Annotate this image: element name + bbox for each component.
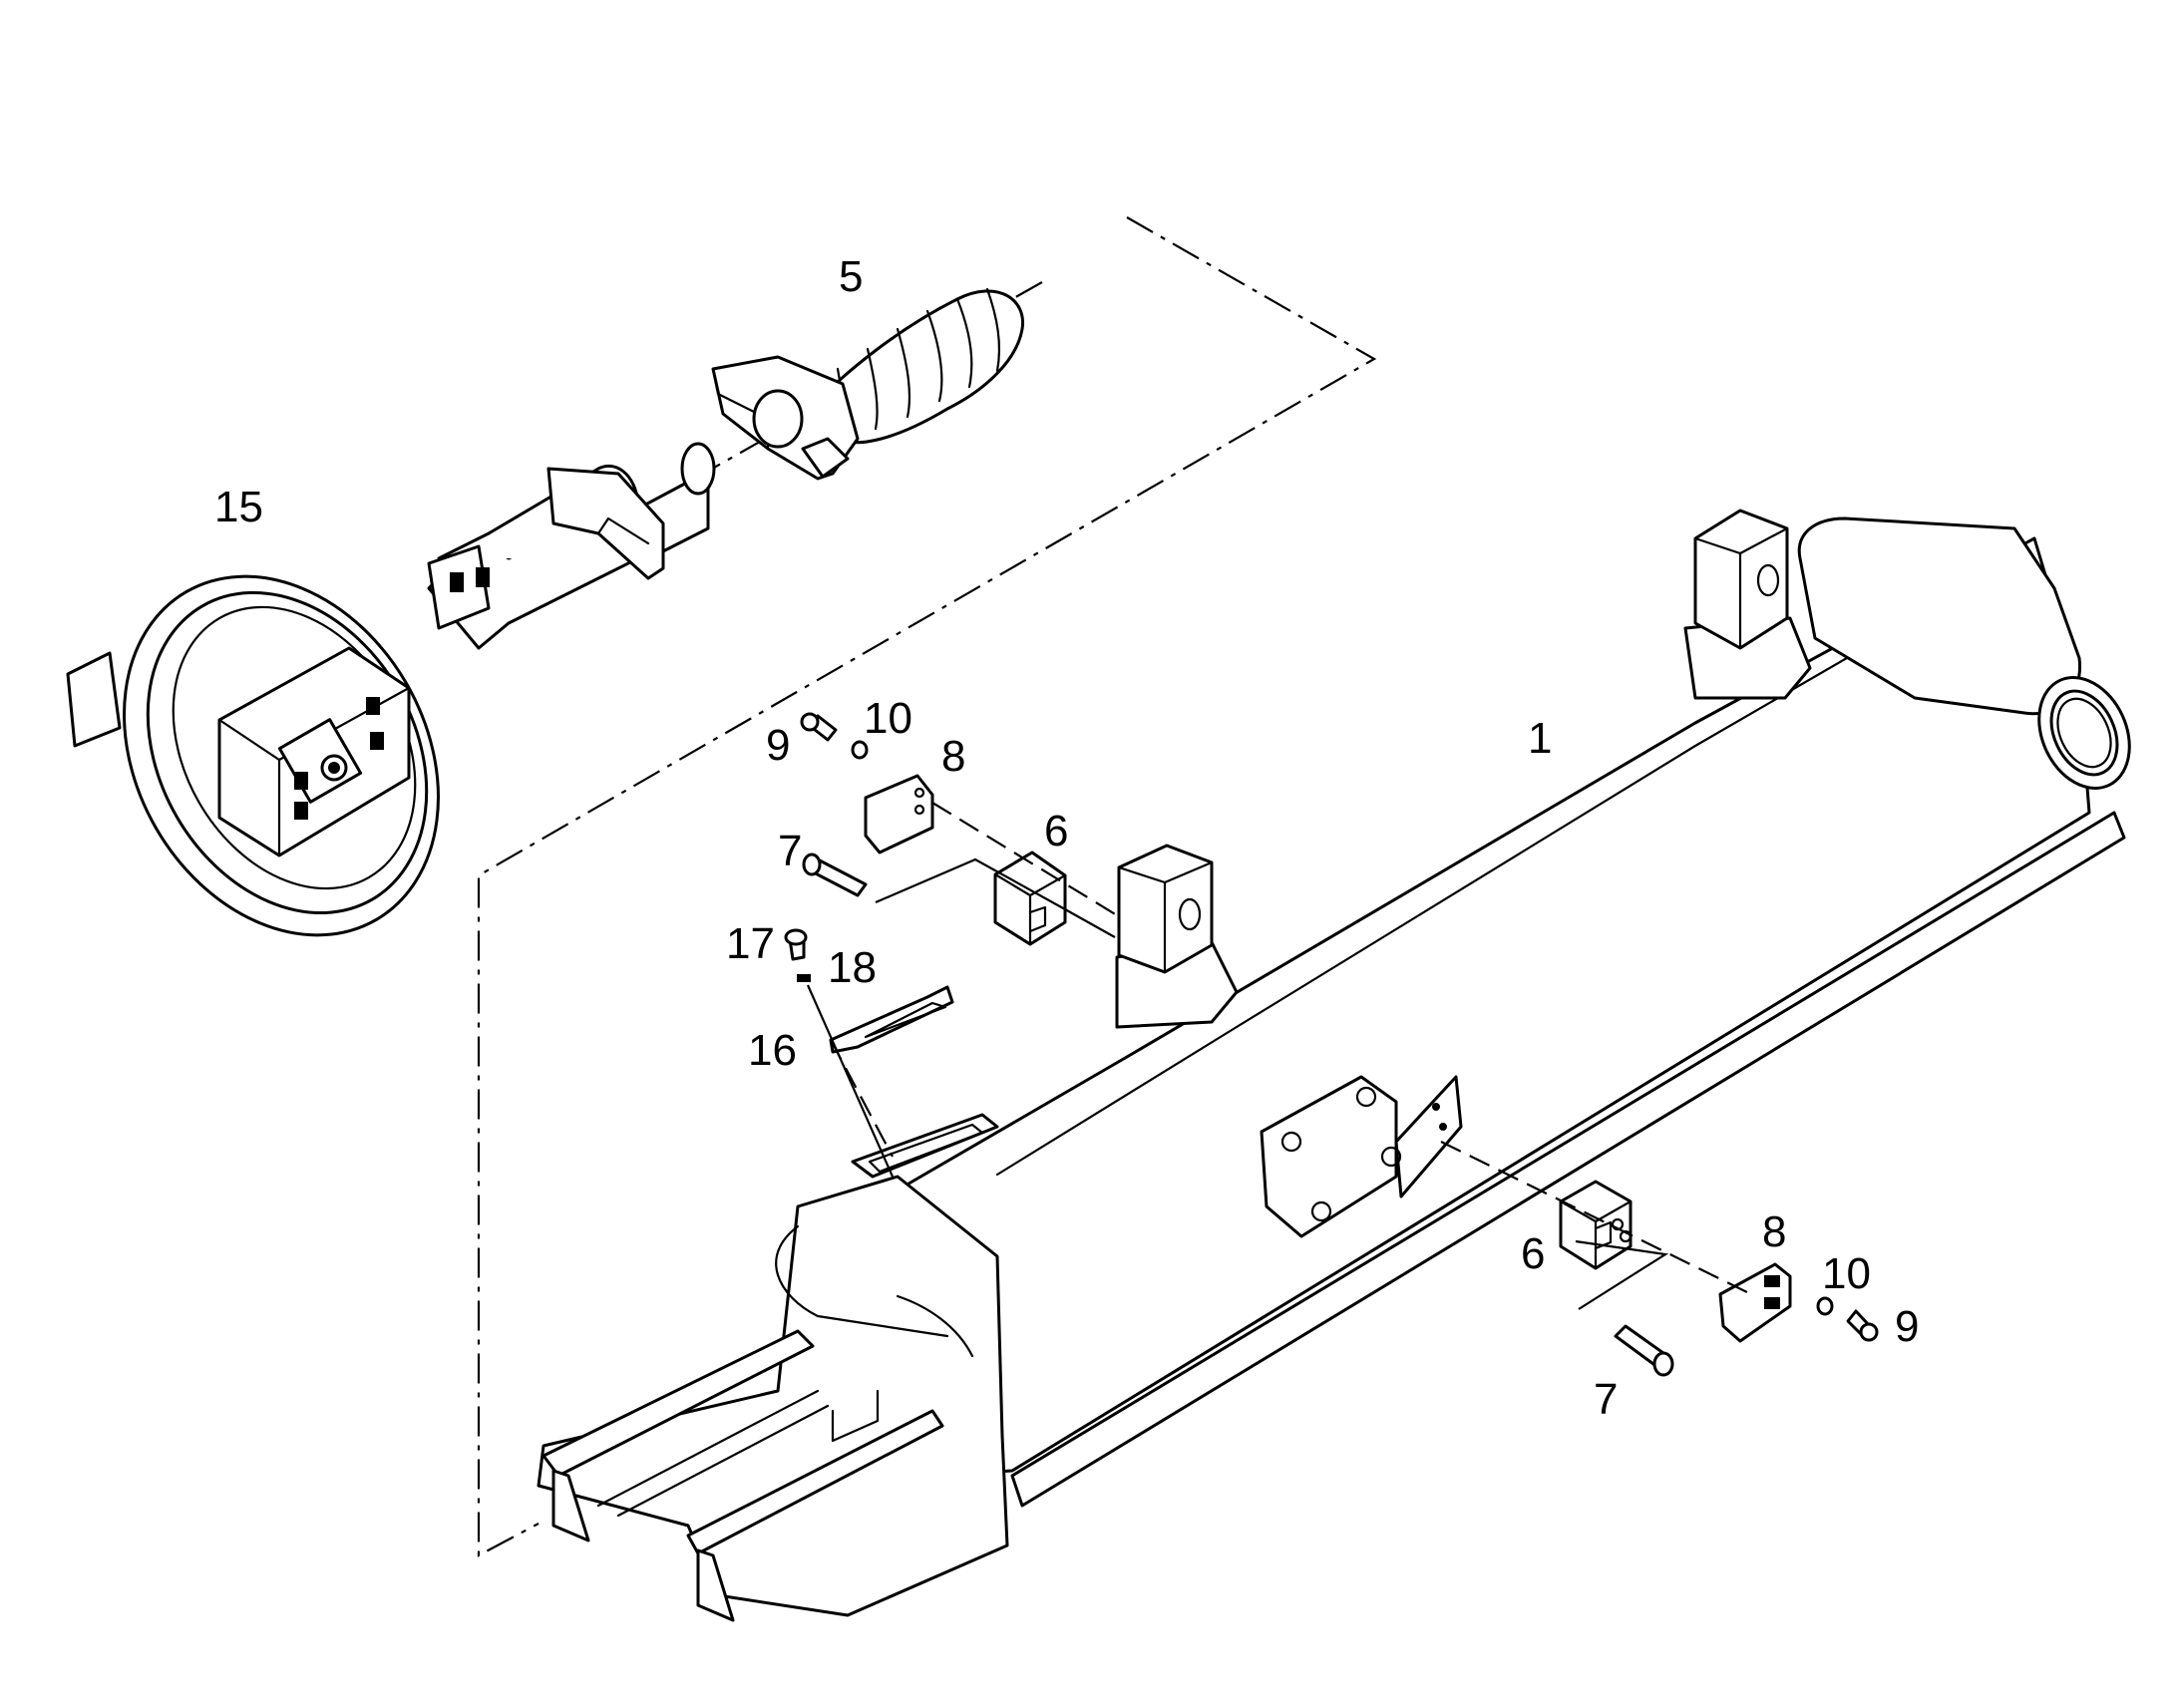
leader-lines — [806, 802, 1756, 1310]
callout-1: 1 — [1528, 714, 1552, 763]
callout-9-lower: 9 — [1895, 1302, 1919, 1351]
recoil-spring — [711, 287, 1025, 481]
callout-10-upper: 10 — [864, 694, 912, 743]
callout-8-upper: 8 — [941, 732, 965, 781]
callout-5: 5 — [839, 252, 863, 301]
callouts: 1 5 15 9 10 8 7 6 17 18 16 8 6 10 9 7 — [214, 252, 1919, 1424]
idler-wheel-assembly — [66, 442, 716, 937]
bolt-17 — [784, 928, 808, 961]
block-upper — [993, 851, 1067, 946]
callout-9-upper: 9 — [766, 721, 790, 770]
callout-10-lower: 10 — [1822, 1249, 1871, 1298]
block-lower — [1559, 1180, 1633, 1270]
plate-upper — [864, 774, 934, 854]
screw-upper — [800, 712, 838, 742]
screw-lower — [1846, 1309, 1879, 1342]
washer-upper — [851, 740, 869, 760]
plate-lower — [1718, 1262, 1792, 1343]
wear-plate — [829, 985, 954, 1054]
bolt-upper — [802, 853, 868, 897]
callout-7-lower: 7 — [1594, 1375, 1618, 1424]
washer-lower — [1816, 1296, 1834, 1316]
callout-15: 15 — [214, 483, 263, 531]
callout-16: 16 — [748, 1026, 797, 1075]
bolt-lower — [1614, 1324, 1674, 1377]
callout-17: 17 — [726, 919, 775, 968]
track-frame — [537, 509, 2131, 1622]
callout-18: 18 — [828, 943, 877, 992]
washer-18 — [797, 974, 811, 982]
callout-6-lower: 6 — [1521, 1229, 1545, 1278]
callout-6-upper: 6 — [1044, 807, 1068, 855]
callout-8-lower: 8 — [1762, 1207, 1786, 1256]
callout-7-upper: 7 — [778, 827, 802, 875]
